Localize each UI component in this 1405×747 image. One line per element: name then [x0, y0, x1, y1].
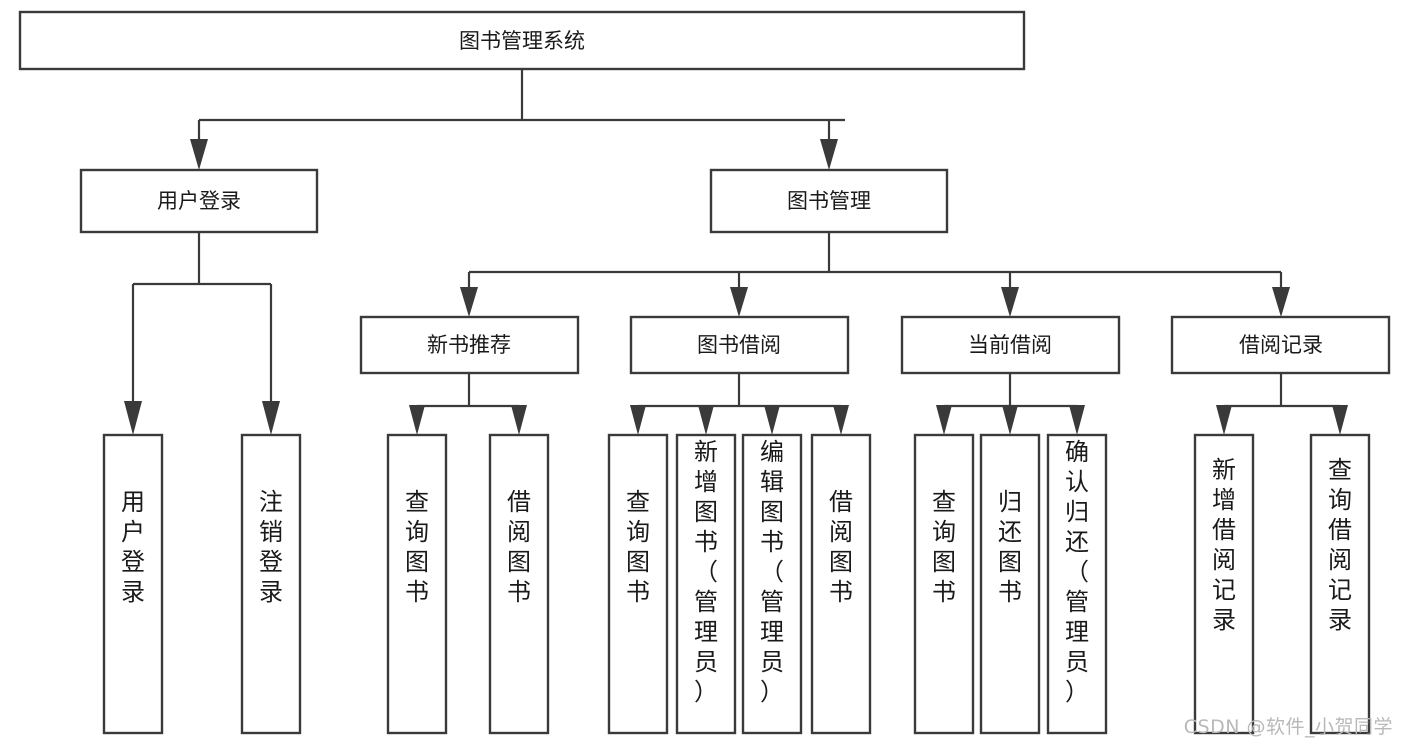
arrowhead-book-borrow	[730, 287, 748, 317]
node-leaf-query-borrow-record[interactable]: 查询借阅记录	[1309, 433, 1371, 735]
node-leaf-return-book-box[interactable]	[979, 433, 1041, 735]
arrowhead-user-login	[190, 139, 208, 170]
node-leaf-user-login-box[interactable]	[102, 433, 164, 735]
node-leaf-confirm-return-admin-box[interactable]	[1046, 433, 1108, 735]
node-leaf-edit-book-admin-box[interactable]	[741, 433, 803, 735]
node-leaf-return-book-label: 归还图书	[998, 488, 1022, 606]
node-leaf-borrow-book-recommend[interactable]: 借阅图书	[488, 433, 550, 735]
arrowhead-leaf-add-record	[1216, 405, 1232, 435]
node-leaf-query-borrow-record-label: 查询借阅记录	[1328, 456, 1352, 634]
node-leaf-query-book-borrow[interactable]: 查询图书	[607, 433, 669, 735]
node-leaf-borrow-book[interactable]: 借阅图书	[810, 433, 872, 735]
node-leaf-logout-box[interactable]	[240, 433, 302, 735]
node-leaf-add-borrow-record-label: 新增借阅记录	[1212, 456, 1236, 634]
node-book-management[interactable]: 图书管理	[709, 168, 949, 234]
arrowhead-leaf-add-book	[698, 405, 714, 435]
node-new-book-recommend-box[interactable]	[359, 315, 580, 375]
node-leaf-add-borrow-record[interactable]: 新增借阅记录	[1193, 433, 1255, 735]
node-leaf-borrow-book-recommend-label: 借阅图书	[507, 488, 531, 606]
node-new-book-recommend[interactable]: 新书推荐	[359, 315, 580, 375]
arrowhead-leaf-user-login	[124, 401, 142, 435]
node-root-label: 图书管理系统	[459, 29, 585, 53]
node-leaf-logout[interactable]: 注销登录	[240, 433, 302, 735]
node-leaf-query-book-current-box[interactable]	[913, 433, 975, 735]
node-leaf-add-book-admin-label: 新增图书（管理员）	[694, 438, 718, 706]
arrowhead-leaf-query-book-1	[409, 405, 425, 435]
node-leaf-query-book-current-label: 查询图书	[932, 488, 956, 606]
node-book-borrow-box[interactable]	[629, 315, 850, 375]
node-leaf-query-book-borrow-box[interactable]	[607, 433, 669, 735]
node-leaf-user-login[interactable]: 用户登录	[102, 433, 164, 735]
arrowhead-leaf-borrow-book-2	[833, 405, 849, 435]
node-leaf-edit-book-admin-label: 编辑图书（管理员）	[760, 438, 784, 706]
node-leaf-query-borrow-record-box[interactable]	[1309, 433, 1371, 735]
arrowhead-new-book-recommend	[460, 287, 478, 317]
arrowhead-borrow-record	[1272, 287, 1290, 317]
node-current-borrow-box[interactable]	[900, 315, 1121, 375]
node-book-management-label: 图书管理	[787, 189, 871, 213]
node-leaf-confirm-return-admin-label: 确认归还（管理员）	[1065, 438, 1089, 706]
arrowhead-leaf-query-book-2	[630, 405, 646, 435]
arrowhead-leaf-borrow-book-1	[511, 405, 527, 435]
arrowhead-leaf-confirm-return	[1069, 405, 1085, 435]
arrowhead-leaf-query-book-3	[936, 405, 952, 435]
node-leaf-borrow-book-recommend-box[interactable]	[488, 433, 550, 735]
node-user-login[interactable]: 用户登录	[79, 168, 319, 234]
node-leaf-borrow-book-label: 借阅图书	[829, 488, 853, 606]
arrowhead-leaf-edit-book	[764, 405, 780, 435]
node-book-management-box[interactable]	[709, 168, 949, 234]
arrowhead-leaf-logout	[262, 401, 280, 435]
node-leaf-borrow-book-box[interactable]	[810, 433, 872, 735]
arrowhead-book-mgmt	[820, 139, 838, 170]
node-leaf-add-book-admin[interactable]: 新增图书（管理员）	[675, 433, 737, 735]
node-leaf-edit-book-admin[interactable]: 编辑图书（管理员）	[741, 433, 803, 735]
arrowhead-leaf-return-book	[1002, 405, 1018, 435]
node-leaf-add-borrow-record-box[interactable]	[1193, 433, 1255, 735]
node-root-book-management-system[interactable]: 图书管理系统	[18, 10, 1026, 71]
node-root-box[interactable]	[18, 10, 1026, 71]
node-borrow-record-box[interactable]	[1170, 315, 1391, 375]
node-leaf-query-book-borrow-label: 查询图书	[626, 488, 650, 606]
node-leaf-return-book[interactable]: 归还图书	[979, 433, 1041, 735]
node-leaf-confirm-return-admin[interactable]: 确认归还（管理员）	[1046, 433, 1108, 735]
node-leaf-add-book-admin-box[interactable]	[675, 433, 737, 735]
node-borrow-record[interactable]: 借阅记录	[1170, 315, 1391, 375]
node-leaf-query-book-current[interactable]: 查询图书	[913, 433, 975, 735]
node-user-login-box[interactable]	[79, 168, 319, 234]
node-leaf-query-book-recommend-box[interactable]	[386, 433, 448, 735]
node-leaf-logout-label: 注销登录	[259, 488, 283, 606]
csdn-watermark: CSDN @软件_小贺同学	[1183, 716, 1393, 738]
node-leaf-query-book-recommend[interactable]: 查询图书	[386, 433, 448, 735]
node-user-login-label: 用户登录	[157, 189, 241, 213]
node-current-borrow[interactable]: 当前借阅	[900, 315, 1121, 375]
node-book-borrow[interactable]: 图书借阅	[629, 315, 850, 375]
node-new-book-recommend-label: 新书推荐	[427, 333, 511, 357]
node-leaf-query-book-recommend-label: 查询图书	[405, 488, 429, 606]
node-borrow-record-label: 借阅记录	[1239, 333, 1323, 357]
node-book-borrow-label: 图书借阅	[697, 333, 781, 357]
arrowhead-leaf-query-record	[1332, 405, 1348, 435]
connector-layer	[124, 69, 1348, 435]
node-current-borrow-label: 当前借阅	[968, 333, 1052, 357]
node-leaf-user-login-label: 用户登录	[121, 488, 145, 606]
arrowhead-current-borrow	[1001, 287, 1019, 317]
